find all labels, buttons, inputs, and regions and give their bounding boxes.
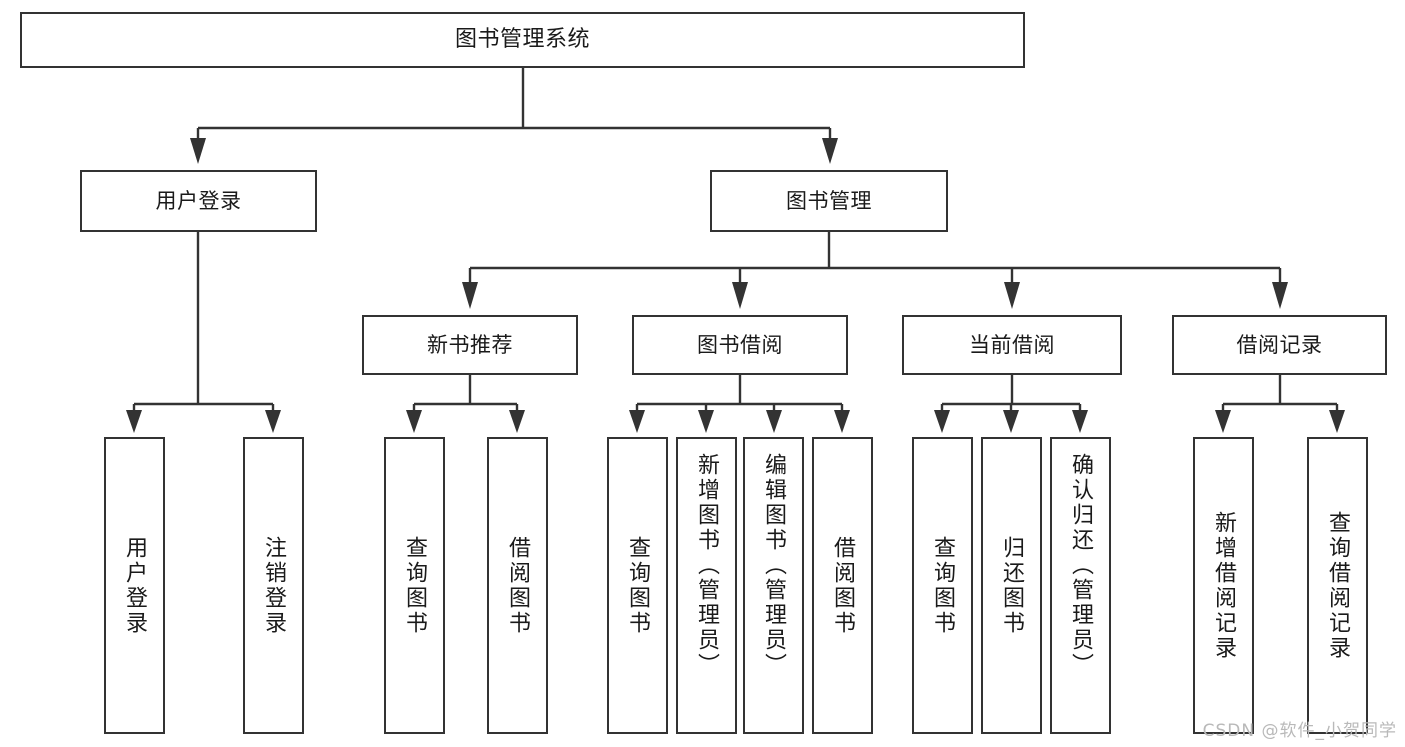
leaf-user-login-logout[interactable]: 注销登录 (243, 437, 304, 734)
node-label: 查询图书 (625, 535, 651, 636)
leaf-book-borrow-add[interactable]: 新增图书（管理员） (676, 437, 737, 734)
leaf-current-borrow-confirm-return[interactable]: 确认归还（管理员） (1050, 437, 1111, 734)
node-label: 确认归还（管理员） (1068, 453, 1094, 678)
node-label: 图书管理 (786, 188, 872, 213)
leaf-new-book-borrow[interactable]: 借阅图书 (487, 437, 548, 734)
leaf-borrow-record-query[interactable]: 查询借阅记录 (1307, 437, 1368, 734)
leaf-book-borrow-query[interactable]: 查询图书 (607, 437, 668, 734)
node-current-borrow[interactable]: 当前借阅 (902, 315, 1122, 375)
node-label: 查询借阅记录 (1325, 510, 1351, 661)
leaf-current-borrow-return[interactable]: 归还图书 (981, 437, 1042, 734)
leaf-new-book-query[interactable]: 查询图书 (384, 437, 445, 734)
node-label: 查询图书 (402, 535, 428, 636)
watermark-text: CSDN @软件_小贺同学 (1202, 721, 1397, 741)
node-label: 用户登录 (155, 188, 242, 213)
node-label: 借阅记录 (1236, 332, 1323, 357)
node-label: 注销登录 (261, 535, 287, 636)
node-label: 编辑图书（管理员） (761, 453, 787, 678)
node-label: 当前借阅 (969, 332, 1055, 357)
node-label: 归还图书 (999, 535, 1025, 636)
leaf-book-borrow-edit[interactable]: 编辑图书（管理员） (743, 437, 804, 734)
node-borrow-record[interactable]: 借阅记录 (1172, 315, 1387, 375)
node-label: 借阅图书 (505, 535, 531, 636)
node-label: 新书推荐 (427, 332, 513, 357)
node-book-borrow[interactable]: 图书借阅 (632, 315, 848, 375)
node-user-login[interactable]: 用户登录 (80, 170, 317, 232)
node-label: 图书借阅 (697, 332, 783, 357)
leaf-borrow-record-add[interactable]: 新增借阅记录 (1193, 437, 1254, 734)
node-root-system[interactable]: 图书管理系统 (20, 12, 1025, 68)
node-label: 查询图书 (930, 535, 956, 636)
node-label: 用户登录 (122, 535, 148, 636)
node-new-book-recommend[interactable]: 新书推荐 (362, 315, 578, 375)
leaf-user-login-login[interactable]: 用户登录 (104, 437, 165, 734)
node-label: 新增图书（管理员） (694, 453, 720, 678)
node-label: 图书管理系统 (454, 27, 590, 53)
leaf-current-borrow-query[interactable]: 查询图书 (912, 437, 973, 734)
node-book-management[interactable]: 图书管理 (710, 170, 948, 232)
node-label: 新增借阅记录 (1211, 510, 1237, 661)
leaf-book-borrow-borrow[interactable]: 借阅图书 (812, 437, 873, 734)
node-label: 借阅图书 (830, 535, 856, 636)
